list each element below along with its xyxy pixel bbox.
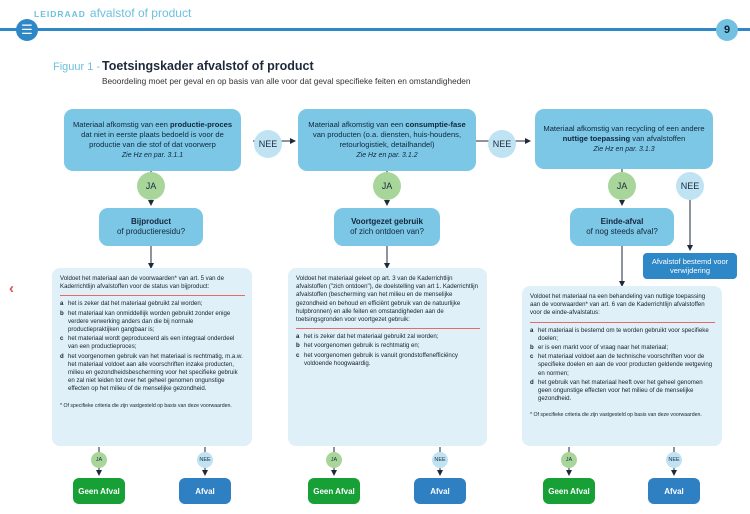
chevron-left-icon[interactable]: ‹ [9, 280, 14, 297]
criteria-panel-voortgezet: Voldoet het materiaal geleet op art. 3 v… [288, 268, 487, 446]
question-sub: of productieresidu? [116, 227, 186, 236]
nee-circle-col3: NEE [676, 172, 704, 200]
source-text-bold: productie-proces [170, 119, 233, 129]
ja-circle-panel3: JA [561, 452, 577, 468]
question-title: Bijproduct [131, 217, 171, 226]
ja-circle-col2: JA [373, 172, 401, 200]
menu-button[interactable]: ☰ [16, 19, 38, 41]
source-box-recycling: Materiaal afkomstig van recycling of een… [535, 109, 713, 169]
source-text-bold: consumptie-fase [405, 119, 466, 129]
figure-title: Toetsingskader afvalstof of product [102, 59, 314, 73]
question-title: Einde-afval [600, 217, 644, 226]
nee-circle-panel3: NEE [666, 452, 682, 468]
ja-circle-panel1: JA [91, 452, 107, 468]
question-sub: of nog steeds afval? [586, 227, 658, 236]
source-text-post: van afvalstoffen [630, 133, 686, 143]
hamburger-menu-icon: ☰ [21, 22, 33, 37]
header-title-text: afvalstof of product [89, 6, 192, 20]
outcome-geen-afval-1: Geen Afval [73, 478, 125, 504]
panel-footnote: * Of specifieke criteria die zijn vastge… [60, 402, 232, 409]
criteria-panel-bijproduct: Voldoet het materiaal aan de voorwaarden… [52, 268, 252, 446]
source-text-pre: Materiaal afkomstig van recycling of een… [543, 123, 705, 133]
header-rule [0, 28, 750, 31]
panel-footnote: * Of specifieke criteria die zijn vastge… [530, 412, 702, 419]
figure-label: Figuur 1 - [53, 61, 101, 73]
panel-rule [296, 328, 480, 330]
ja-circle-panel2: JA [326, 452, 342, 468]
source-text-post: dat niet in eerste plaats bedoeld is voo… [81, 129, 224, 149]
outcome-afval-2: Afval [414, 478, 466, 504]
outcome-afval-3: Afval [648, 478, 700, 504]
nee-circle-panel1: NEE [197, 452, 213, 468]
outcome-afval-1: Afval [179, 478, 231, 504]
afvalstof-verwijdering-box: Afvalstof bestemd voor verwijdering [643, 253, 737, 279]
page-number: 9 [716, 19, 738, 41]
question-title: Voortgezet gebruik [351, 217, 423, 226]
header-kicker: LEIDRAAD [34, 9, 86, 19]
ja-circle-col1: JA [137, 172, 165, 200]
source-text-post: van producten (o.a. diensten, huis-houde… [312, 129, 462, 149]
source-box-consumption: Materiaal afkomstig van een consumptie-f… [298, 109, 476, 171]
nee-circle-1: NEE [254, 130, 282, 158]
source-text-pre: Materiaal afkomstig van een [308, 119, 406, 129]
panel-intro: Voldoet het materiaal geleet op art. 3 v… [296, 275, 479, 324]
panel-intro: Voldoet het materiaal aan de voorwaarden… [60, 275, 224, 291]
source-text-bold: nuttige toepassing [562, 133, 631, 143]
source-box-production: Materiaal afkomstig van een productie-pr… [64, 109, 241, 171]
ja-circle-col3: JA [608, 172, 636, 200]
figure-subtitle: Beoordeling moet per geval en op basis v… [102, 76, 471, 86]
panel-rule [530, 321, 715, 323]
panel-intro: Voldoet het materiaal na een behandeling… [530, 293, 706, 317]
outcome-geen-afval-3: Geen Afval [543, 478, 595, 504]
panel-rule [60, 295, 245, 297]
source-ref: Zie Hz en par. 3.1.2 [356, 151, 418, 159]
question-sub: of zich ontdoen van? [350, 227, 424, 236]
criteria-panel-einde-afval: Voldoet het materiaal na een behandeling… [522, 286, 722, 446]
nee-circle-panel2: NEE [432, 452, 448, 468]
outcome-geen-afval-2: Geen Afval [308, 478, 360, 504]
source-ref: Zie Hz en par. 3.1.3 [593, 145, 655, 153]
nee-circle-2: NEE [488, 130, 516, 158]
source-ref: Zie Hz en par. 3.1.1 [121, 151, 184, 159]
source-text-pre: Materiaal afkomstig van een [72, 119, 171, 129]
